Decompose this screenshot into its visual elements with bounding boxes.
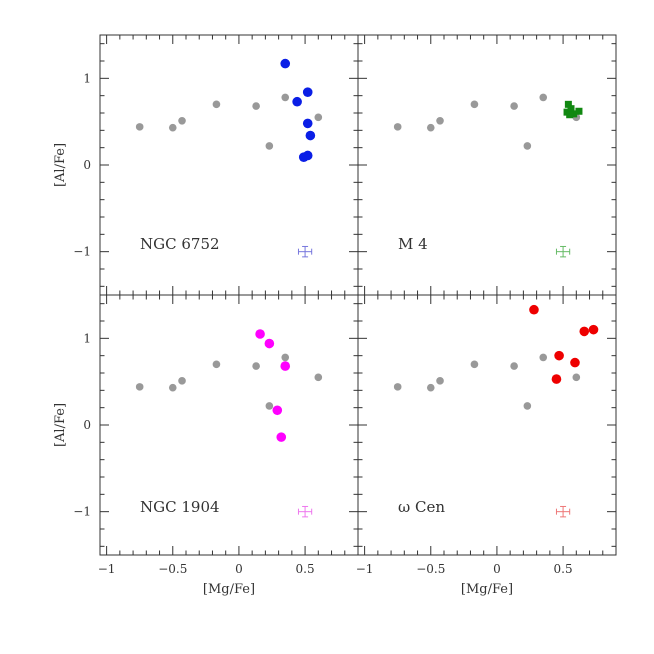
x-tick-label: −1 (356, 562, 374, 576)
data-point (280, 361, 291, 371)
reference-point (178, 117, 186, 125)
data-point (305, 130, 316, 141)
reference-point (510, 362, 518, 370)
y-tick-label: −1 (73, 245, 91, 259)
x-tick-label: 0.5 (554, 562, 573, 576)
x-tick-label: 0 (235, 562, 243, 576)
y-axis-label: [Al/Fe] (53, 403, 68, 447)
reference-point (523, 142, 532, 150)
reference-point (168, 123, 177, 132)
reference-point (523, 402, 532, 410)
data-point (302, 87, 313, 97)
x-tick-label: 0 (493, 562, 501, 576)
reference-point (436, 117, 444, 125)
reference-point (265, 142, 274, 150)
reference-point (252, 102, 260, 110)
reference-point (393, 383, 402, 391)
x-tick-label: 0.5 (296, 562, 315, 576)
reference-point (436, 377, 444, 385)
axis-ticks (100, 35, 616, 555)
data-point (255, 329, 265, 339)
data-point (529, 304, 539, 315)
data-point (280, 58, 291, 69)
data-point (551, 374, 562, 384)
data-point (264, 338, 275, 349)
x-axis-label: [Mg/Fe] (461, 582, 513, 597)
reference-point (135, 383, 144, 391)
data-point (579, 326, 590, 337)
panel-label: M 4 (398, 235, 428, 253)
data-point (272, 405, 283, 416)
panel-label: NGC 6752 (140, 235, 220, 253)
chart-text: NGC 6752 −1 0 1 [Al/Fe] M 4 NGC 1904 −1 −0.5 0 0.5… (53, 71, 573, 597)
reference-point (252, 362, 260, 370)
y-axis-label: [Al/Fe] (53, 143, 68, 187)
x-axis-label: [Mg/Fe] (203, 582, 255, 597)
reference-point (281, 93, 290, 102)
data-point (292, 96, 302, 107)
panel-label: NGC 1904 (140, 498, 220, 516)
y-tick-label: 0 (83, 158, 91, 172)
reference-point (135, 123, 144, 131)
reference-point (539, 353, 548, 362)
error-bar (297, 505, 313, 518)
reference-point (265, 402, 274, 410)
error-bars (297, 245, 571, 518)
error-bar (555, 505, 571, 518)
data-point (566, 111, 574, 119)
data-point (588, 324, 599, 335)
data-point (298, 152, 309, 162)
y-tick-label: 1 (83, 331, 91, 345)
error-bar (297, 245, 313, 258)
reference-point (212, 100, 221, 109)
reference-point (281, 353, 290, 362)
y-tick-label: 1 (83, 71, 91, 85)
panel-frame (357, 294, 617, 556)
reference-point (168, 383, 177, 392)
reference-series (135, 93, 581, 410)
data-point (570, 357, 580, 368)
reference-point (212, 360, 221, 369)
panel-series (255, 58, 599, 442)
panel-frame (99, 294, 359, 556)
reference-point (470, 100, 479, 109)
panel-label: ω Cen (398, 498, 445, 516)
reference-point (510, 102, 518, 110)
panel-frame (99, 34, 359, 296)
data-point (564, 100, 572, 108)
data-point (575, 107, 583, 115)
error-bar (555, 245, 571, 258)
reference-point (426, 123, 435, 132)
x-tick-label: −0.5 (416, 562, 445, 576)
data-point (567, 105, 575, 113)
reference-point (470, 360, 479, 369)
x-tick-label: −1 (98, 562, 116, 576)
reference-point (314, 113, 323, 122)
panel-frame (357, 34, 617, 296)
data-point (276, 432, 287, 442)
x-tick-label: −0.5 (158, 562, 187, 576)
y-tick-label: −1 (73, 505, 91, 519)
reference-point (314, 373, 323, 382)
data-point (570, 110, 578, 118)
data-point (554, 350, 564, 361)
reference-point (393, 123, 402, 131)
reference-point (426, 383, 435, 392)
y-tick-label: 0 (83, 418, 91, 432)
reference-point (539, 93, 548, 102)
reference-point (178, 377, 186, 385)
reference-point (572, 373, 581, 382)
data-point (302, 118, 313, 129)
